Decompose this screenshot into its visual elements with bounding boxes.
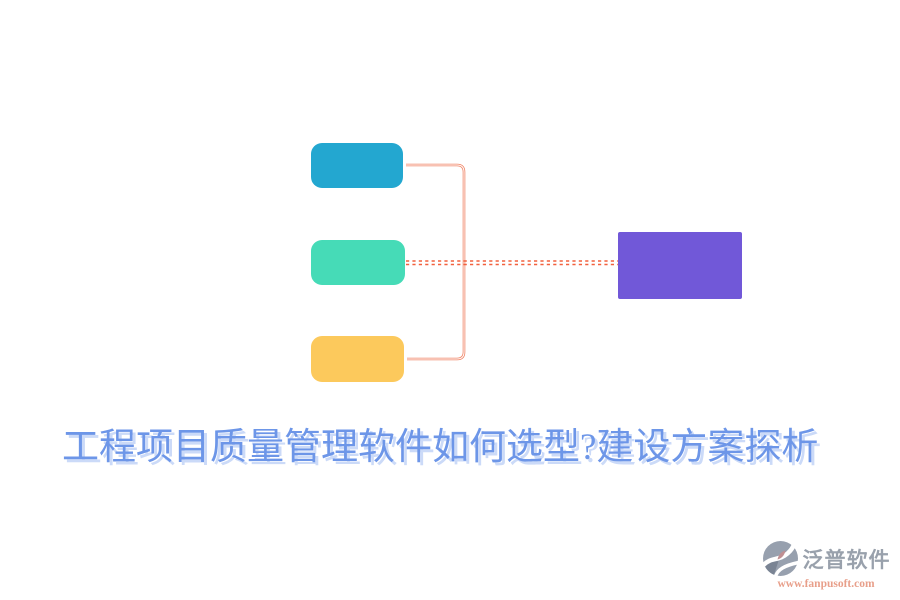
bracket-connector-core (406, 164, 465, 360)
fanpu-logo-icon (761, 541, 799, 577)
brand-name: 泛普软件 (802, 547, 891, 572)
page-title: 工程项目质量管理软件如何选型?建设方案探析 (62, 427, 819, 468)
mindmap-node-bottom (311, 336, 404, 382)
mindmap-node-result (618, 232, 742, 299)
bracket-connector-line (406, 163, 466, 361)
brand-url: www.fanpusoft.com (777, 578, 875, 590)
mindmap-node-middle (311, 240, 405, 285)
brand-watermark: 泛普软件 www.fanpusoft.com (755, 540, 897, 590)
mindmap-node-top (311, 143, 403, 188)
